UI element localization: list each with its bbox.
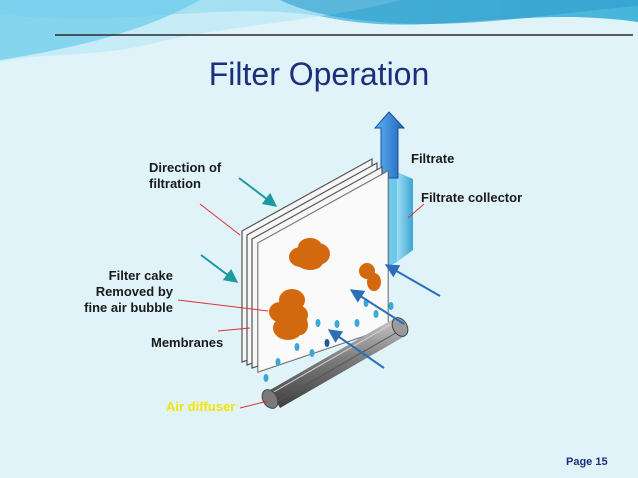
filtrate-arrow xyxy=(373,111,406,179)
slide-title: Filter Operation xyxy=(208,56,430,92)
filtrate-collector xyxy=(385,172,413,268)
leader-lines xyxy=(177,203,425,409)
direction-arrows xyxy=(200,177,278,283)
filter-cake xyxy=(269,238,381,340)
inflow-arrows xyxy=(327,264,441,369)
air-diffuser-pipe xyxy=(261,317,409,409)
cake-label-line1: Filter cake xyxy=(108,268,173,283)
cake-label-line3: fine air bubble xyxy=(84,300,173,315)
header-waves xyxy=(0,0,638,62)
membranes-label: Membranes xyxy=(151,335,224,350)
filter-cake-label: Filter cake Removed by fine air bubble xyxy=(84,268,173,316)
direction-of-filtration-label: Direction of filtration xyxy=(149,160,221,192)
direction-label-line2: filtration xyxy=(149,176,201,191)
direction-label-line1: Direction of xyxy=(149,160,222,175)
air-bubbles xyxy=(263,299,394,382)
cake-label-line2: Removed by xyxy=(95,284,173,299)
filtrate-collector-label: Filtrate collector xyxy=(421,190,523,205)
page-number: Page 15 xyxy=(566,456,608,468)
air-diffuser-label: Air diffuser xyxy=(166,399,236,414)
filtrate-label: Filtrate xyxy=(411,151,455,166)
